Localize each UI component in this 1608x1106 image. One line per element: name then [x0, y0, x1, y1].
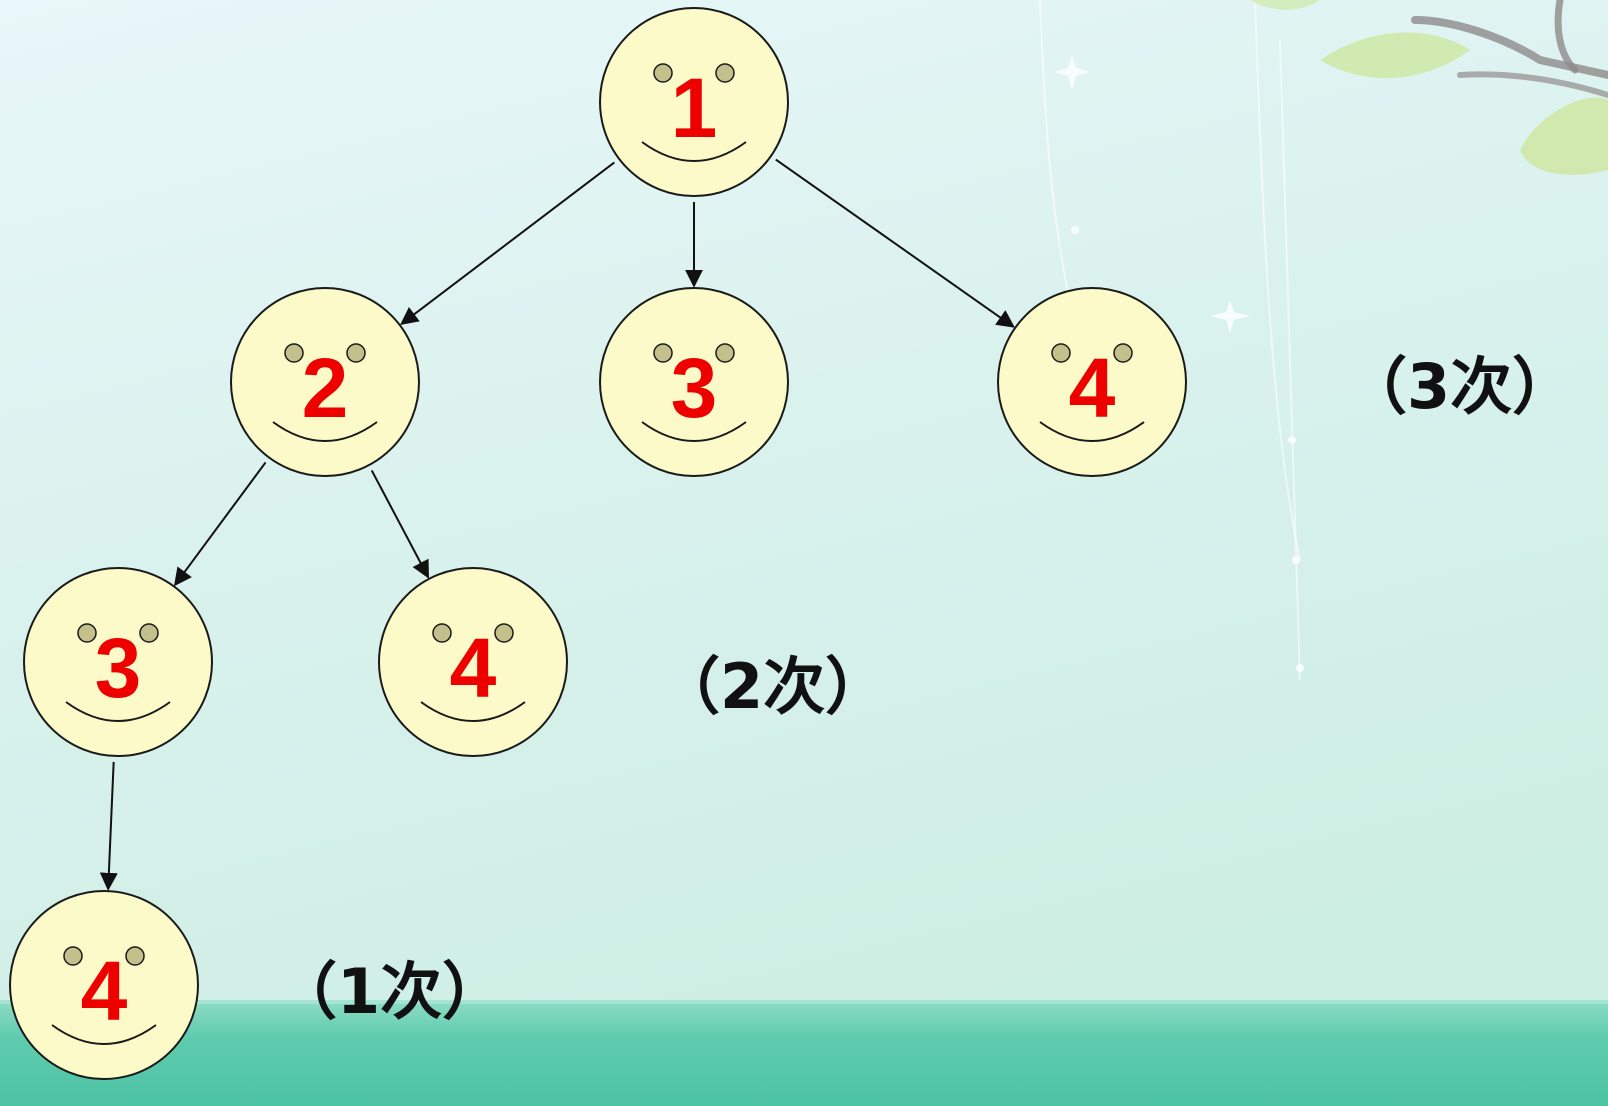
smile-mouth-icon	[65, 701, 171, 722]
node-number: 4	[81, 944, 128, 1038]
right-eye-icon	[1113, 343, 1133, 363]
tree-node-n3a: 3	[599, 287, 789, 477]
tree-edges	[99, 158, 1015, 891]
edge-arrow-n3b-to-n4c	[99, 761, 118, 891]
bottom-band-highlight	[0, 1000, 1608, 1004]
smiley-face-icon	[599, 7, 789, 197]
edge-arrow-n2-to-n3b	[173, 461, 267, 587]
smile-mouth-icon	[51, 1024, 157, 1045]
smiley-face-icon	[230, 287, 420, 477]
smiley-face-icon	[599, 287, 789, 477]
count-level-2: （2次）	[658, 650, 887, 723]
left-eye-icon	[1051, 343, 1071, 363]
left-eye-icon	[284, 343, 304, 363]
call-count-labels: （3次） （2次） （1次）	[275, 350, 1574, 1028]
right-eye-icon	[715, 343, 735, 363]
left-eye-icon	[63, 946, 83, 966]
tree-nodes: 1 2 3 4 3 4 4	[9, 7, 1187, 1080]
edge-arrow-n1-to-n4a	[775, 158, 1015, 328]
decorative-strands	[1039, 0, 1301, 681]
smiley-face-icon	[23, 567, 213, 757]
right-eye-icon	[139, 623, 159, 643]
tree-node-n3b: 3	[23, 567, 213, 757]
node-number: 4	[450, 621, 497, 715]
count-level-3: （1次）	[275, 955, 504, 1028]
smiley-face-icon	[997, 287, 1187, 477]
tree-node-n4c: 4	[9, 890, 199, 1080]
right-eye-icon	[494, 623, 514, 643]
smiley-face-icon	[378, 567, 568, 757]
left-eye-icon	[653, 63, 673, 83]
left-eye-icon	[653, 343, 673, 363]
tree-node-n1: 1	[599, 7, 789, 197]
tree-node-n2: 2	[230, 287, 420, 477]
tree-node-n4b: 4	[378, 567, 568, 757]
node-number: 3	[95, 621, 142, 715]
left-eye-icon	[77, 623, 97, 643]
right-eye-icon	[715, 63, 735, 83]
edge-arrow-n1-to-n2	[400, 161, 615, 326]
node-number: 1	[671, 61, 718, 155]
tree-node-n4a: 4	[997, 287, 1187, 477]
left-eye-icon	[432, 623, 452, 643]
smiley-face-icon	[9, 890, 199, 1080]
bottom-band	[0, 1000, 1608, 1106]
node-number: 4	[1069, 341, 1116, 435]
leaf-branch-icon	[1250, 0, 1608, 175]
smile-mouth-icon	[420, 701, 526, 722]
sparkle-icon	[1054, 56, 1304, 672]
node-number: 3	[671, 341, 718, 435]
right-eye-icon	[346, 343, 366, 363]
edge-arrow-n2-to-n4b	[370, 469, 430, 579]
count-level-1: （3次）	[1345, 350, 1574, 423]
right-eye-icon	[125, 946, 145, 966]
smile-mouth-icon	[272, 421, 378, 442]
smile-mouth-icon	[641, 421, 747, 442]
node-number: 2	[302, 341, 349, 435]
smile-mouth-icon	[641, 141, 747, 162]
smile-mouth-icon	[1039, 421, 1145, 442]
